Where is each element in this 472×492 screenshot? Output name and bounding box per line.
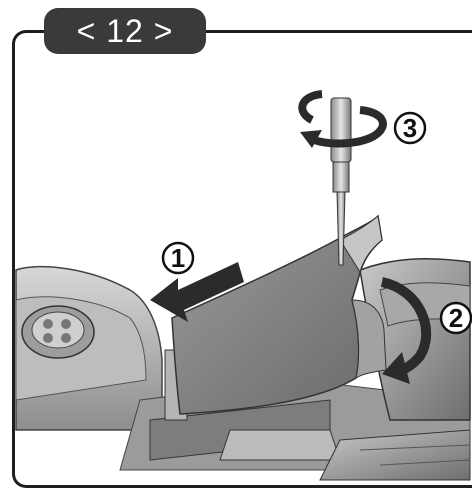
step-label: < 12 > [76,13,174,49]
illustration-frame [12,30,472,488]
callout-1: 1 [171,243,185,273]
direction-arrow-icon [150,262,244,322]
fuel-tank [15,265,163,431]
callout-2: 2 [449,303,463,333]
callout-circle-3 [393,111,427,145]
callout-3: 3 [403,113,417,143]
step-tab: < 12 > [44,8,206,54]
seat [171,214,387,415]
callout-circle-2 [439,301,472,335]
rotate-arrow-icon [298,90,387,148]
lift-arrow-icon [380,277,432,384]
callout-circle-1 [161,241,195,275]
